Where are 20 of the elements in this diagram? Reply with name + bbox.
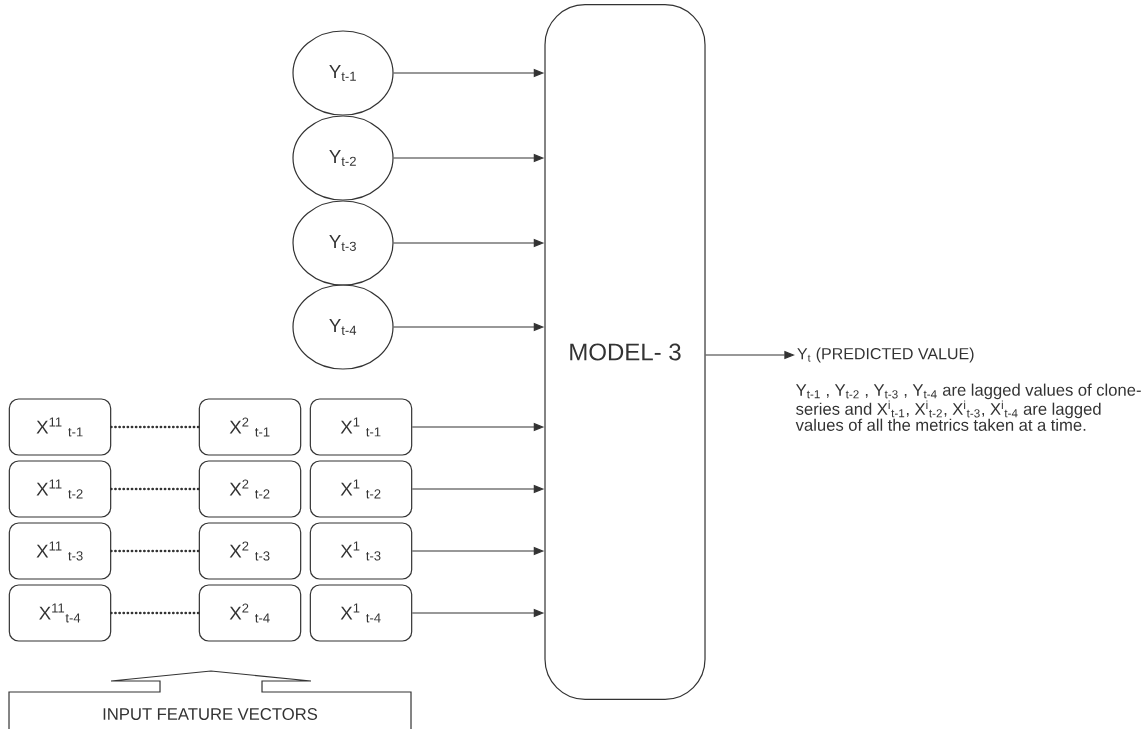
feature-box: X$^{11}$ t-3	[8, 522, 112, 580]
model-box: MODEL- 3	[544, 4, 706, 700]
feature-box: X$^{11}$t-4	[8, 584, 112, 642]
feature-box: X$^{1}$ t-2	[309, 460, 413, 518]
feature-box: X$^{1}$ t-1	[309, 398, 413, 456]
feature-box: X$^{11}$ t-1	[8, 398, 112, 456]
ellipse-node: Y$_{t-3}$	[292, 200, 394, 286]
bracket-box: INPUT FEATURE VECTORS	[8, 670, 412, 729]
note-text: Y$_{t-1}$ , Y$_{t-2}$ , Y$_{t-3}$ , Y$_{t-4}$ are lagged values of clone-series and X$^{i}$$_{t-1}$, X$^{i}$$_{t-2}$, X$^{i}$$_{t-3}$, X$^{i}$$_{t-4}$ are lagged values of all the metrics taken at a time.	[795, 383, 1141, 431]
feature-box: X$^{2}$ t-3	[198, 522, 302, 580]
feature-box: X$^{1}$ t-3	[309, 522, 413, 580]
feature-box: X$^{2}$ t-2	[198, 460, 302, 518]
feature-box: X$^{1}$ t-4	[309, 584, 413, 642]
feature-box: X$^{11}$ t-2	[8, 460, 112, 518]
output-label: Y$_{t}$ (PREDICTED VALUE)	[797, 347, 974, 363]
ellipse-node: Y$_{t-1}$	[292, 30, 394, 116]
ellipse-node: Y$_{t-4}$	[292, 284, 394, 370]
feature-box: X$^{2}$ t-1	[198, 398, 302, 456]
ellipse-node: Y$_{t-2}$	[292, 115, 394, 201]
feature-box: X$^{2}$ t-4	[198, 584, 302, 642]
